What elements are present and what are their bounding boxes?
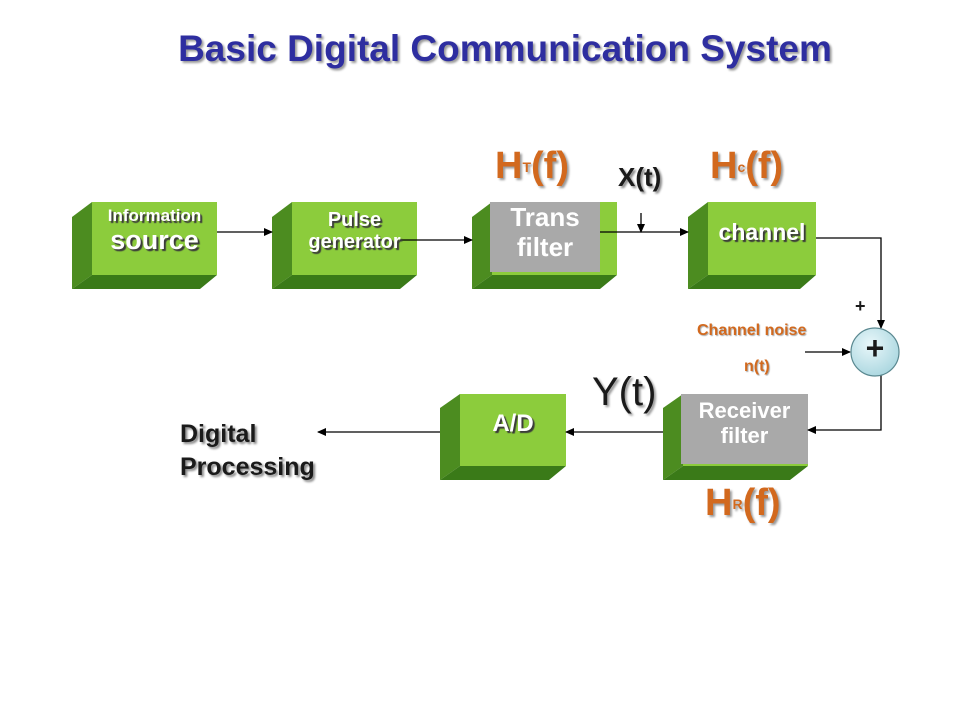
trans-label-line2: filter <box>516 231 574 262</box>
hr-tail: (f) <box>742 482 781 524</box>
adder-circle <box>850 327 900 377</box>
adder-plus-input-label: + <box>855 296 866 316</box>
pulse-label-line2: generator <box>308 231 401 253</box>
hc-subscript: c <box>737 159 746 175</box>
hr-label: HR(f) <box>705 482 781 525</box>
digital-processing-line1: Digital <box>180 420 257 448</box>
pulse-label: Pulse generator <box>292 209 417 253</box>
ht-label: HT(f) <box>495 145 569 188</box>
trans-label: Trans filter <box>490 202 600 263</box>
source-label-line2: source <box>110 224 199 255</box>
arrow-channel-to-adder <box>816 237 885 329</box>
yt-label: Y(t) <box>592 370 657 414</box>
hc-label: Hc(f) <box>710 145 783 188</box>
receiver-label-line2: filter <box>720 423 769 449</box>
ht-subscript: T <box>522 159 532 175</box>
hr-main: H <box>705 482 733 524</box>
pulse-generator-block <box>272 202 417 289</box>
channel-block <box>688 202 816 289</box>
ht-tail: (f) <box>531 145 569 187</box>
hr-subscript: R <box>732 496 743 512</box>
diagram-title: Basic Digital Communication System <box>178 28 832 69</box>
hc-main: H <box>710 145 738 187</box>
trans-label-line1: Trans <box>510 202 580 232</box>
channel-label: channel <box>708 219 816 245</box>
channel-noise-label: Channel noise <box>697 322 807 339</box>
ad-converter-block <box>440 394 566 480</box>
trans-filter-block <box>472 202 617 289</box>
xt-label: X(t) <box>618 162 662 192</box>
digital-processing-label: Digital Processing <box>180 418 315 483</box>
ht-main: H <box>495 145 523 187</box>
hc-tail: (f) <box>745 145 784 187</box>
receiver-label: Receiver filter <box>681 398 808 449</box>
information-source-block <box>72 202 217 289</box>
digital-processing-line2: Processing <box>180 452 315 481</box>
arrow-adder-to-receiver <box>807 374 882 434</box>
ad-label: A/D <box>460 410 566 437</box>
receiver-label-line1: Receiver <box>698 398 791 423</box>
receiver-filter-block <box>663 394 808 480</box>
source-label: Information source <box>92 206 217 255</box>
adder-symbol: + <box>865 330 885 366</box>
source-label-line1: Information <box>107 206 202 225</box>
channel-label-line1: channel <box>718 219 806 245</box>
ad-label-line1: A/D <box>492 410 534 437</box>
noise-signal-label: n(t) <box>744 358 770 375</box>
pulse-label-line1: Pulse <box>327 209 382 231</box>
